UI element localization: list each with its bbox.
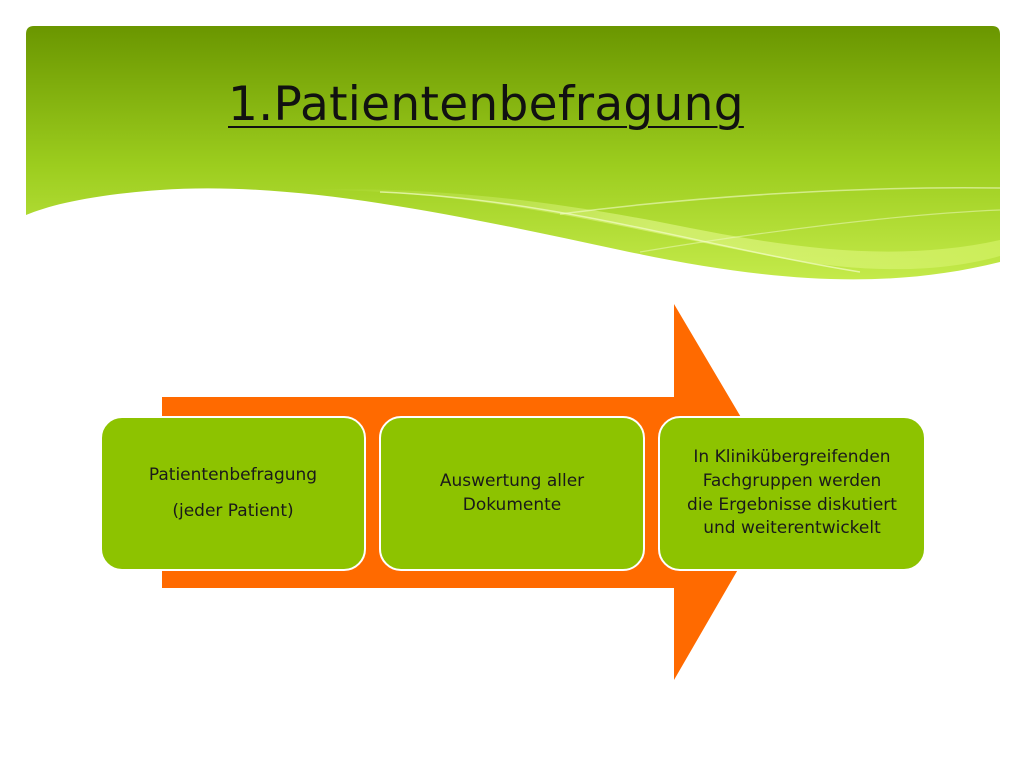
process-step-2-text: Auswertung aller Dokumente bbox=[440, 470, 584, 518]
process-step-3-line-2: Fachgruppen werden bbox=[702, 470, 882, 491]
header-wave-background bbox=[26, 26, 1001, 280]
process-step-2-line-1: Auswertung aller bbox=[439, 470, 585, 491]
header-green-band bbox=[26, 26, 1000, 280]
process-step-3-line-4: und weiterentwickelt bbox=[703, 518, 881, 539]
process-step-3-line-1: In Klinikübergreifenden bbox=[693, 446, 891, 467]
slide-title: 1.Patientenbefragung bbox=[228, 77, 744, 132]
header-wave-line-1 bbox=[379, 191, 861, 273]
process-step-2-line-2: Dokumente bbox=[462, 494, 562, 515]
header-wave-line-3 bbox=[639, 209, 1001, 253]
process-step-1-line-2: (jeder Patient) bbox=[172, 500, 294, 521]
header-wave-line-2 bbox=[559, 186, 1001, 215]
process-step-3: In Klinikübergreifenden Fachgruppen werd… bbox=[658, 416, 926, 571]
process-step-1: Patientenbefragung (jeder Patient) bbox=[100, 416, 366, 571]
process-step-3-line-3: die Ergebnisse diskutiert bbox=[687, 494, 897, 515]
process-step-3-text: In Klinikübergreifenden Fachgruppen werd… bbox=[687, 446, 897, 541]
process-step-1-line-1: Patientenbefragung bbox=[148, 464, 318, 485]
process-step-1-text: Patientenbefragung (jeder Patient) bbox=[149, 458, 317, 529]
process-step-2: Auswertung aller Dokumente bbox=[379, 416, 645, 571]
